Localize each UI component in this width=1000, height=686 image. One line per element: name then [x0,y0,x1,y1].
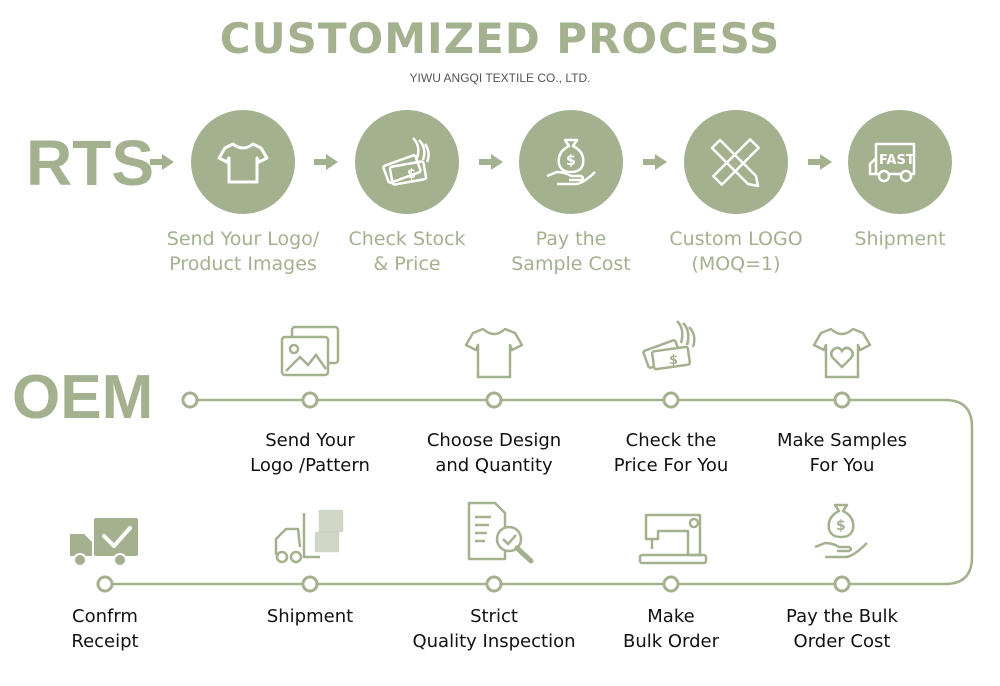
page-title: CUSTOMIZED PROCESS [219,14,781,63]
flow-node [662,575,680,593]
flow-node [485,391,503,409]
rts-caption-5: Shipment [854,228,946,250]
oem-bottom-icon-1 [66,510,142,570]
fast-truck-icon: FAST [868,142,916,183]
svg-text:$: $ [836,518,846,534]
svg-text:FAST: FAST [879,153,915,168]
rts-step-5: FAST [848,110,952,214]
flow-node [833,391,851,409]
oem-top-icon-4 [807,322,877,382]
svg-text:$: $ [566,153,576,169]
tshirt-outline-icon [464,327,524,379]
rts-caption-4: Custom LOGO(MOQ=1) [669,228,803,275]
pencil-ruler-icon [710,138,760,188]
rts-label: RTS [26,127,154,199]
sewing-machine-icon [638,513,708,565]
arrow-icon [314,154,338,170]
oem-bottom-icon-5: $ [806,502,876,562]
money-icon: $ [382,137,430,186]
arrow-icon [150,154,174,170]
money-bag-hand-icon: $ [546,138,596,186]
flow-node [833,575,851,593]
oem-bottom-icon-2 [270,506,350,566]
rts-step-4 [684,110,788,214]
tshirt-icon [217,142,269,184]
company-name: YIWU ANGQI TEXTILE CO., LTD. [409,71,591,85]
flow-node [662,391,680,409]
rts-step-1 [191,110,295,214]
flow-node [96,575,114,593]
heart-tshirt-icon [812,327,872,379]
money-icon: $ [642,320,696,371]
rts-step-3: $ [519,110,623,214]
oem-top-icon-2 [459,322,529,382]
document-search-icon [467,501,534,564]
arrow-icon [808,154,832,170]
flow-node [181,391,199,409]
oem-bottom-icon-4 [636,506,710,566]
svg-text:$: $ [407,167,416,182]
rts-caption-1: Send Your Logo/Product Images [166,228,320,275]
flow-node [301,391,319,409]
delivery-truck-check-icon [70,518,138,567]
svg-text:$: $ [669,353,678,368]
oem-bottom-caption-2: Shipment [266,606,354,627]
rts-caption-2: Check Stock& Price [348,228,466,275]
oem-top-icon-1 [275,322,345,382]
forklift-icon [274,509,344,564]
oem-top-icon-3: $ [636,318,706,378]
flow-node [301,575,319,593]
flow-node [485,575,503,593]
arrow-icon [643,154,667,170]
money-bag-hand-icon: $ [814,503,868,559]
oem-bottom-icon-3 [459,501,539,564]
arrow-icon [479,154,503,170]
image-gallery-icon [280,325,340,377]
oem-label: OEM [12,363,154,432]
rts-step-2: $ [355,110,459,214]
